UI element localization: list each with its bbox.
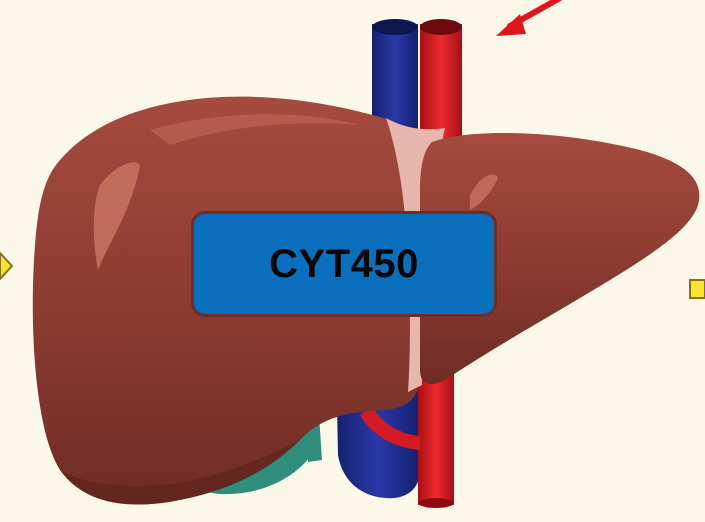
chevron-right-icon xyxy=(0,253,12,279)
square-marker-icon xyxy=(690,280,705,298)
aorta-bottom-end xyxy=(418,498,454,508)
vena-cava-top-opening xyxy=(372,19,418,35)
red-arrow-icon xyxy=(496,0,560,36)
enzyme-label-text: CYT450 xyxy=(269,242,419,287)
enzyme-label-box: CYT450 xyxy=(191,211,497,317)
aorta-top-opening xyxy=(420,19,462,35)
